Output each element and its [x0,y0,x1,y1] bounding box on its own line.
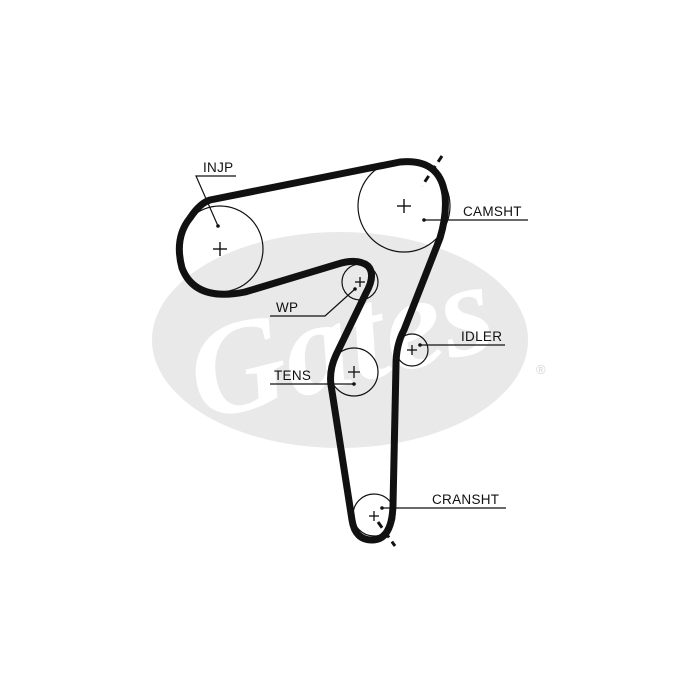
watermark-registered-mark: ® [536,362,546,377]
idler-pulley-circle [395,333,429,367]
idler-pulley [395,333,429,367]
wp-center-cross [355,277,365,287]
injp-pulley [176,205,264,293]
wp-leader-dot [353,287,357,291]
camsht-label: CAMSHT [463,204,522,219]
timing-belt [175,158,449,544]
injp-leader-dot [216,224,220,228]
idler-center-cross [407,345,417,355]
tens-pulley-circle [329,347,379,397]
cransht-pulley-circle [352,493,396,537]
injp-pulley-circle [176,205,264,293]
idler-label: IDLER [461,329,502,344]
tens-center-cross [348,366,360,378]
camsht-leader-dot [422,218,426,222]
cransht-timing-mark [376,521,397,547]
camsht-center-cross [397,199,411,213]
camsht-pulley-circle [357,159,451,253]
cransht-label: CRANSHT [432,492,499,507]
injp-center-cross [213,242,227,256]
tens-leader-dot [352,382,356,386]
wp-label: WP [276,300,298,315]
idler-leader-dot [418,343,422,347]
tens-pulley [329,347,379,397]
injp-label: INJP [203,160,233,175]
wp-pulley-circle [341,263,379,301]
cransht-center-cross [369,511,379,521]
camsht-pulley [357,155,451,253]
camsht-timing-mark [420,155,444,187]
leader-lines [195,175,528,510]
cransht-leader-dot [380,506,384,510]
tens-label: TENS [274,368,311,383]
wp-leader [270,288,356,317]
injp-leader [195,175,236,227]
wp-pulley [341,263,379,301]
cransht-pulley [352,493,397,547]
